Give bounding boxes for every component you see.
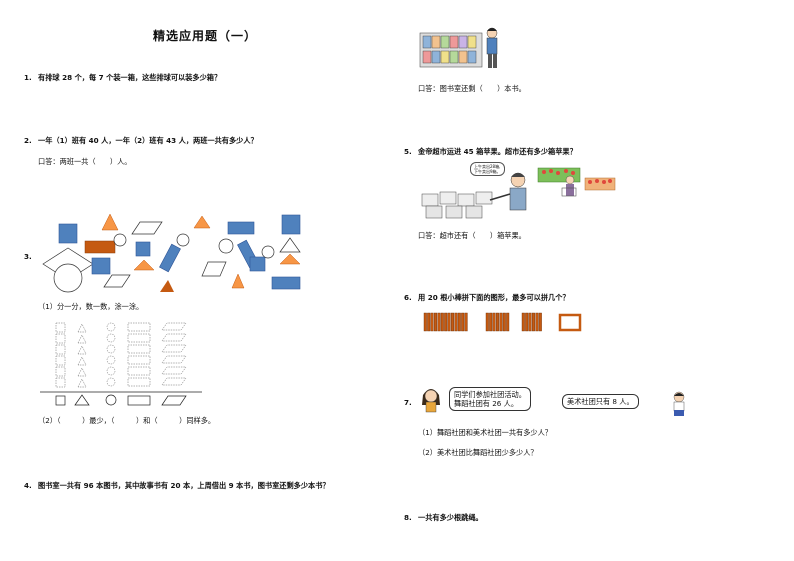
q4-answer: 口答：图书室还剩（ ）本书。	[418, 84, 526, 93]
q6-text: 用 20 根小棒拼下面的图形，最多可以拼几个？	[418, 293, 570, 302]
q6-sticks-figure	[423, 312, 582, 332]
books-shelf-illustration	[419, 27, 498, 68]
girl-teacher-icon	[422, 389, 440, 413]
q3-counting-grid	[40, 322, 202, 406]
q1-number: 1.	[24, 73, 32, 82]
q8-text: 一共有多少根跳绳。	[418, 513, 483, 522]
q3-shapes-figure	[42, 213, 301, 293]
q5-speech-line2: 下午卖出9箱。	[474, 169, 501, 174]
q7-sub1: （1）舞蹈社团和美术社团一共有多少人？	[418, 428, 552, 437]
q7-number: 7.	[404, 398, 412, 407]
boy-student-icon	[673, 391, 685, 416]
q7-bubble1-line2: 舞蹈社团有 26 人。	[454, 399, 519, 408]
q4-number: 4.	[24, 481, 32, 490]
q2-text: 一年（1）班有 40 人，一年（2）班有 43 人，两班一共有多少人？	[38, 136, 258, 145]
q5-answer: 口答：超市还有（ ）箱苹果。	[418, 231, 526, 240]
q4-text: 图书室一共有 96 本图书，其中故事书有 20 本，上周借出 9 本书，图书室还…	[38, 481, 330, 490]
q2-number: 2.	[24, 136, 32, 145]
q7-bubble1-line1: 同学们参加社团活动。	[454, 390, 526, 399]
q5-text: 金帝超市运进 45 箱苹果。超市还有多少箱苹果？	[418, 147, 577, 156]
q3-sub1: （1）分一分，数一数，涂一涂。	[38, 302, 144, 311]
q3-number: 3.	[24, 252, 32, 261]
shopkeeper-illustration	[421, 167, 616, 219]
q7-bubble-student: 美术社团只有 8 人。	[562, 394, 639, 409]
q3-sub2: （2）（ ）最少，（ ）和（ ）同样多。	[38, 416, 216, 425]
q5-speech-bubble: 上午卖出28箱, 下午卖出9箱。	[470, 162, 505, 176]
q5-number: 5.	[404, 147, 412, 156]
page-title: 精选应用题（一）	[153, 29, 258, 43]
q7-sub2: （2）美术社团比舞蹈社团少多少人？	[418, 448, 538, 457]
q5-speech-line1: 上午卖出28箱,	[474, 164, 501, 169]
q6-number: 6.	[404, 293, 412, 302]
q7-bubble-teacher: 同学们参加社团活动。 舞蹈社团有 26 人。	[449, 387, 531, 411]
q8-number: 8.	[404, 513, 412, 522]
q2-answer: 口答：两班一共（ ）人。	[38, 157, 132, 166]
q1-text: 有排球 28 个，每 7 个装一箱，这些排球可以装多少箱？	[38, 73, 222, 82]
